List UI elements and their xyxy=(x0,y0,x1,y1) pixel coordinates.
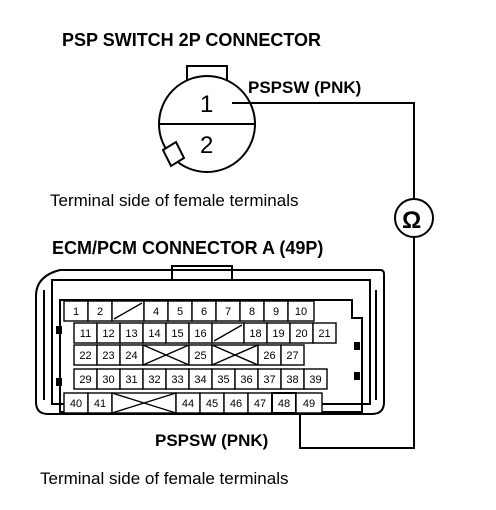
ecm-lock-tab xyxy=(171,269,233,281)
terminal-label-34: 34 xyxy=(194,374,206,386)
terminal-label-1: 1 xyxy=(73,306,79,318)
guide-mark-left-bottom xyxy=(56,378,62,386)
unused-cavity-slash xyxy=(113,302,143,320)
terminal-label-24: 24 xyxy=(125,350,137,362)
terminal-label-12: 12 xyxy=(102,328,114,340)
terminal-label-30: 30 xyxy=(102,374,114,386)
terminal-label-35: 35 xyxy=(217,374,229,386)
psp-switch-connector xyxy=(158,65,256,173)
terminal-label-26: 26 xyxy=(263,350,275,362)
ecm-wire-label: PSPSW (PNK) xyxy=(155,431,268,450)
ecm-caption: Terminal side of female terminals xyxy=(40,469,288,488)
unused-cavity-cross-b xyxy=(111,392,177,414)
terminal-label-47: 47 xyxy=(254,398,266,410)
terminal-label-31: 31 xyxy=(125,374,137,386)
terminal-label-29: 29 xyxy=(79,374,91,386)
terminal-label-45: 45 xyxy=(206,398,218,410)
psp-connector-title: PSP SWITCH 2P CONNECTOR xyxy=(62,30,321,50)
ecm-inner-shell xyxy=(51,279,371,405)
terminal-label-32: 32 xyxy=(148,374,160,386)
ohm-symbol: Ω xyxy=(402,207,421,234)
terminal-label-9: 9 xyxy=(273,306,279,318)
terminal-label-33: 33 xyxy=(171,374,183,386)
terminal-label-46: 46 xyxy=(230,398,242,410)
terminal-cell-21 xyxy=(312,322,337,344)
terminal-label-20: 20 xyxy=(295,328,307,340)
ecm-pin-field-frame xyxy=(59,299,363,413)
guide-mark-right-bottom xyxy=(354,372,360,380)
psp-pin-1: 1 xyxy=(200,91,213,118)
terminal-label-49: 49 xyxy=(303,398,315,410)
psp-wire-label: PSPSW (PNK) xyxy=(248,78,361,97)
terminal-label-44: 44 xyxy=(182,398,194,410)
terminal-label-40: 40 xyxy=(70,398,82,410)
terminal-label-37: 37 xyxy=(263,374,275,386)
terminal-label-4: 4 xyxy=(153,306,159,318)
terminal-label-21: 21 xyxy=(318,328,330,340)
terminal-label-8: 8 xyxy=(249,306,255,318)
unused-cavity-cross-b xyxy=(211,344,259,366)
terminal-label-7: 7 xyxy=(225,306,231,318)
terminal-label-19: 19 xyxy=(272,328,284,340)
terminal-label-13: 13 xyxy=(125,328,137,340)
unused-cavity-cross-b xyxy=(142,344,190,366)
terminal-label-39: 39 xyxy=(309,374,321,386)
ohmmeter-icon: Ω xyxy=(394,198,434,238)
terminal-label-38: 38 xyxy=(286,374,298,386)
ecm-outer-shell xyxy=(35,265,385,415)
terminal-label-2: 2 xyxy=(97,306,103,318)
probe-wire-top xyxy=(232,102,415,199)
terminal-label-27: 27 xyxy=(286,350,298,362)
guide-mark-right-top xyxy=(354,342,360,350)
terminal-label-14: 14 xyxy=(148,328,160,340)
terminal-label-48: 48 xyxy=(278,398,290,410)
terminal-label-18: 18 xyxy=(249,328,261,340)
terminal-label-41: 41 xyxy=(94,398,106,410)
terminal-label-5: 5 xyxy=(177,306,183,318)
guide-mark-left-top xyxy=(56,326,62,334)
terminal-label-11: 11 xyxy=(80,328,91,340)
ecm-connector-shell xyxy=(35,265,385,415)
terminal-cell-39 xyxy=(303,368,328,390)
probe-wire-bottom xyxy=(299,237,415,449)
terminal-cell-49 xyxy=(295,392,323,414)
terminal-cell-10 xyxy=(287,300,315,322)
psp-pin-2: 2 xyxy=(200,132,213,159)
terminal-label-16: 16 xyxy=(194,328,206,340)
terminal-label-15: 15 xyxy=(171,328,183,340)
terminal-label-22: 22 xyxy=(79,350,91,362)
ecm-guide-marks xyxy=(56,326,360,386)
terminal-label-25: 25 xyxy=(194,350,206,362)
terminal-label-23: 23 xyxy=(102,350,114,362)
psp-caption: Terminal side of female terminals xyxy=(50,191,298,210)
terminal-label-10: 10 xyxy=(295,306,307,318)
terminal-label-6: 6 xyxy=(201,306,207,318)
unused-cavity-slash xyxy=(213,324,243,342)
terminal-label-36: 36 xyxy=(240,374,252,386)
ecm-connector-title: ECM/PCM CONNECTOR A (49P) xyxy=(52,238,323,258)
terminal-cell-27 xyxy=(280,344,305,366)
psp-connector-key xyxy=(161,140,186,168)
